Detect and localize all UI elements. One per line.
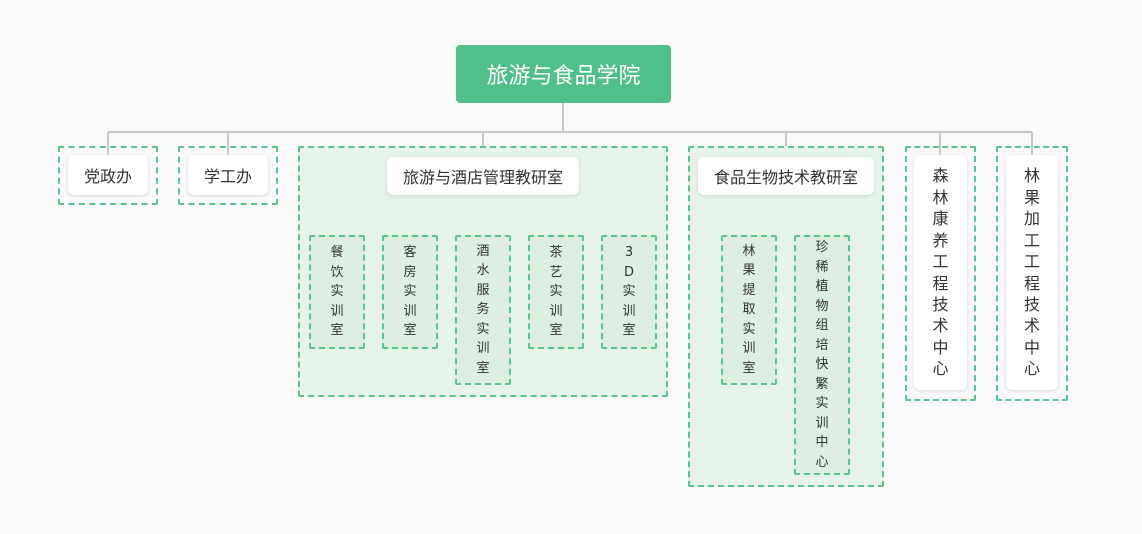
fruit-center-label: 林 果 加 工 工 程 技 术 中 心	[1023, 166, 1040, 379]
room-rare-plant[interactable]: 珍 稀 植 物 组 培 快 繁 实 训 中 心	[794, 235, 850, 475]
forest-center-node[interactable]: 森 林 康 养 工 程 技 术 中 心	[914, 155, 967, 390]
tourism-label: 旅游与酒店管理教研室	[402, 168, 563, 187]
food-node[interactable]: 食品生物技术教研室	[698, 157, 874, 195]
room-guestroom-label: 客 房 实 训 室	[403, 245, 417, 339]
forest-center-group	[905, 146, 976, 401]
fruit-center-node[interactable]: 林 果 加 工 工 程 技 术 中 心	[1006, 155, 1058, 390]
room-fruit-extraction[interactable]: 林 果 提 取 实 训 室	[721, 235, 777, 385]
tourism-node[interactable]: 旅游与酒店管理教研室	[387, 157, 579, 195]
room-guestroom[interactable]: 客 房 实 训 室	[382, 235, 438, 349]
room-rare-plant-label: 珍 稀 植 物 组 培 快 繁 实 训 中 心	[815, 240, 829, 470]
room-fruit-extraction-label: 林 果 提 取 实 训 室	[742, 243, 756, 376]
room-beverage-label: 酒 水 服 务 实 训 室	[476, 243, 490, 376]
room-3d-label: 3 D 实 训 室	[622, 245, 636, 339]
room-3d[interactable]: 3 D 实 训 室	[601, 235, 657, 349]
forest-center-label: 森 林 康 养 工 程 技 术 中 心	[932, 166, 949, 379]
food-label: 食品生物技术教研室	[713, 168, 858, 187]
party-office-node[interactable]: 党政办	[68, 155, 148, 195]
room-catering-label: 餐 饮 实 训 室	[330, 245, 344, 339]
party-office-label: 党政办	[83, 167, 132, 186]
student-office-group	[178, 146, 278, 205]
room-beverage[interactable]: 酒 水 服 务 实 训 室	[455, 235, 511, 385]
room-tea-label: 茶 艺 实 训 室	[549, 245, 563, 339]
fruit-center-group	[996, 146, 1068, 401]
root-node[interactable]: 旅游与食品学院	[456, 45, 671, 103]
party-office-group	[58, 146, 158, 205]
root-label: 旅游与食品学院	[486, 64, 641, 89]
room-catering[interactable]: 餐 饮 实 训 室	[309, 235, 365, 349]
student-office-node[interactable]: 学工办	[188, 155, 268, 195]
food-group	[688, 146, 884, 487]
student-office-label: 学工办	[203, 167, 252, 186]
room-tea[interactable]: 茶 艺 实 训 室	[528, 235, 584, 349]
